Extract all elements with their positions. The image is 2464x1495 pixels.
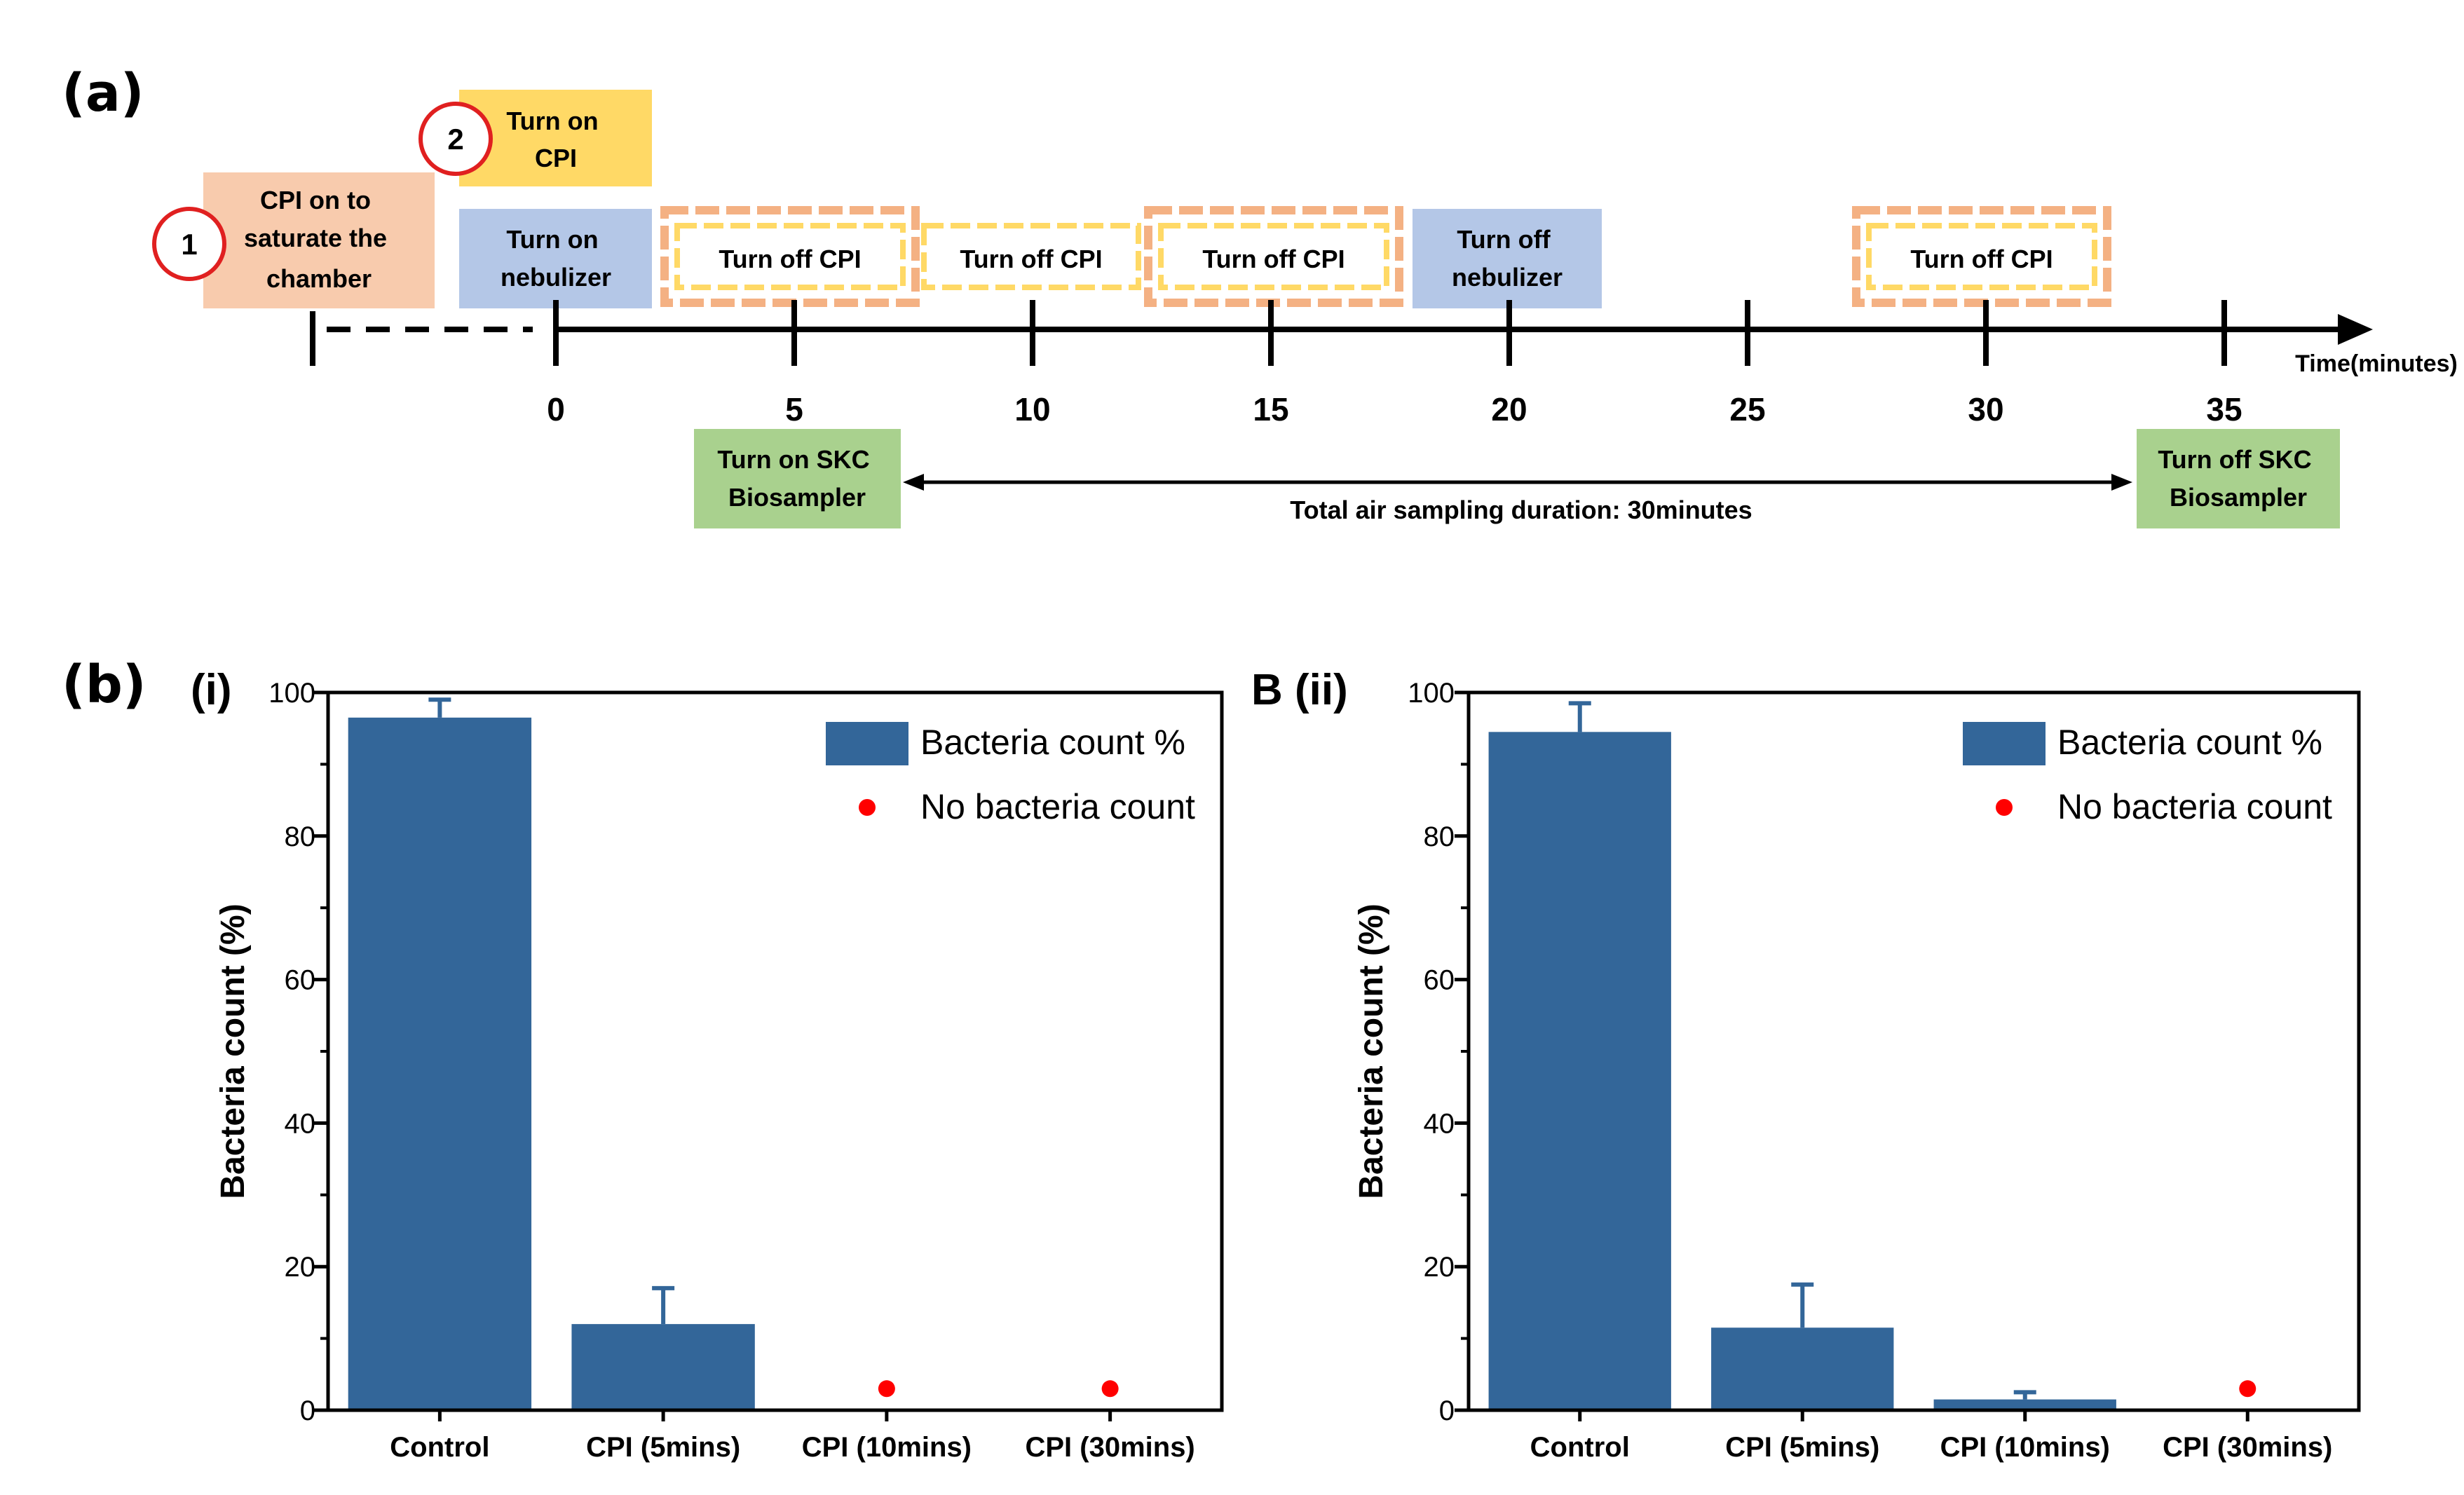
duration-arrow-left xyxy=(903,474,924,491)
skc-off-box xyxy=(2137,429,2340,528)
duration-arrow-right xyxy=(2111,474,2132,491)
x-tick-label: CPI (10mins) xyxy=(802,1432,972,1463)
y-tick-label: 100 xyxy=(268,678,315,709)
timeline-tick-label: 30 xyxy=(1968,391,2003,428)
bar-chart-ii: B (ii) Bacteria count (%) 0 20 40 60 80 100Cont… xyxy=(1251,666,2361,1463)
x-tick-label: CPI (30mins) xyxy=(2163,1432,2332,1463)
skc-on-text: Turn on SKC Biosampler xyxy=(717,445,876,512)
timeline-arrow xyxy=(2338,314,2373,345)
bar xyxy=(1711,1327,1894,1410)
y-axis-label: Bacteria count (%) xyxy=(215,903,252,1199)
timeline-tick-label: 5 xyxy=(785,391,803,428)
timeline-tick-label: 25 xyxy=(1729,391,1765,428)
cpi-off-box-1: Turn off CPI xyxy=(660,206,920,307)
nebulizer-on-text: Turn on nebulizer xyxy=(501,225,611,292)
timeline-tick-label: 15 xyxy=(1253,391,1288,428)
duration-label: Total air sampling duration: 30minutes xyxy=(1290,496,1752,524)
timeline-panel: (a) CPI on to saturate the chamber 1 Tur… xyxy=(62,63,2458,528)
no-count-marker xyxy=(878,1380,895,1398)
legend-label-dot: No bacteria count xyxy=(920,787,1195,826)
x-tick-label: CPI (5mins) xyxy=(1725,1432,1879,1463)
bar xyxy=(348,717,532,1410)
chart-panel-title: B (ii) xyxy=(1251,666,1348,714)
y-tick-label: 20 xyxy=(285,1252,316,1283)
legend-marker-dot xyxy=(1996,799,2013,816)
cpi-off-label: Turn off CPI xyxy=(719,245,861,273)
y-tick-label: 80 xyxy=(285,821,316,852)
x-tick-label: Control xyxy=(1530,1432,1630,1463)
y-tick-label: 0 xyxy=(1439,1395,1455,1426)
timeline-tick-label: 35 xyxy=(2206,391,2242,428)
step1-number: 1 xyxy=(181,228,197,261)
x-tick-label: CPI (10mins) xyxy=(1940,1432,2110,1463)
no-count-marker xyxy=(2239,1380,2257,1398)
legend-swatch-bar xyxy=(826,722,908,765)
legend-label-bar: Bacteria count % xyxy=(2057,723,2322,762)
bar-charts-panel: (b) (i) Bacteria count (%) 0 20 40 60 80 100Con… xyxy=(62,655,2361,1463)
timeline-tick-label: 10 xyxy=(1014,391,1050,428)
legend-marker-dot xyxy=(859,799,876,816)
y-tick-label: 60 xyxy=(1424,965,1455,996)
bar xyxy=(1488,732,1671,1410)
cpi-off-box-3: Turn off CPI xyxy=(1144,206,1403,307)
chart-panel-title: (i) xyxy=(191,666,232,714)
step2-text: Turn on CPI xyxy=(506,107,605,172)
step1-text: CPI on to saturate the chamber xyxy=(244,186,394,293)
skc-off-text: Turn off SKC Biosampler xyxy=(2158,445,2318,512)
timeline-tick-label: 0 xyxy=(547,391,565,428)
nebulizer-off-text: Turn off nebulizer xyxy=(1452,225,1563,292)
legend-label-bar: Bacteria count % xyxy=(920,723,1185,762)
timeline-tick-label: 20 xyxy=(1491,391,1527,428)
timeline-ticks: 0 5 10 15 20 25 30 35 xyxy=(547,300,2242,428)
panel-b-label: (b) xyxy=(62,655,147,715)
legend-swatch-bar xyxy=(1963,722,2046,765)
nebulizer-on-box xyxy=(459,209,652,308)
x-tick-label: CPI (5mins) xyxy=(586,1432,740,1463)
x-tick-label: CPI (30mins) xyxy=(1025,1432,1194,1463)
y-tick-label: 20 xyxy=(1424,1252,1455,1283)
step1-box xyxy=(203,172,435,308)
x-tick-label: Control xyxy=(390,1432,489,1463)
cpi-off-label: Turn off CPI xyxy=(960,245,1102,273)
step2-circle xyxy=(418,102,493,176)
y-tick-label: 40 xyxy=(285,1108,316,1139)
step2-number: 2 xyxy=(447,123,463,156)
cpi-off-box-2: Turn off CPI xyxy=(921,223,1141,290)
step1-circle xyxy=(152,207,226,281)
bar-chart-i: (i) Bacteria count (%) 0 20 40 60 80 100Control… xyxy=(191,666,1224,1463)
y-tick-label: 80 xyxy=(1424,821,1455,852)
y-tick-label: 40 xyxy=(1424,1108,1455,1139)
cpi-off-label: Turn off CPI xyxy=(1910,245,2053,273)
bar xyxy=(571,1324,755,1410)
time-axis-label: Time(minutes) xyxy=(2295,350,2458,377)
y-tick-label: 100 xyxy=(1408,678,1455,709)
cpi-off-box-4: Turn off CPI xyxy=(1852,206,2111,307)
legend-label-dot: No bacteria count xyxy=(2057,787,2332,826)
panel-a-label: (a) xyxy=(62,63,144,123)
bar xyxy=(1933,1399,2116,1410)
skc-on-box xyxy=(694,429,901,528)
cpi-off-label: Turn off CPI xyxy=(1202,245,1345,273)
y-tick-label: 60 xyxy=(285,965,316,996)
nebulizer-off-box xyxy=(1413,209,1602,308)
no-count-marker xyxy=(1101,1380,1119,1398)
y-tick-label: 0 xyxy=(300,1395,315,1426)
y-axis-label: Bacteria count (%) xyxy=(1353,903,1390,1199)
